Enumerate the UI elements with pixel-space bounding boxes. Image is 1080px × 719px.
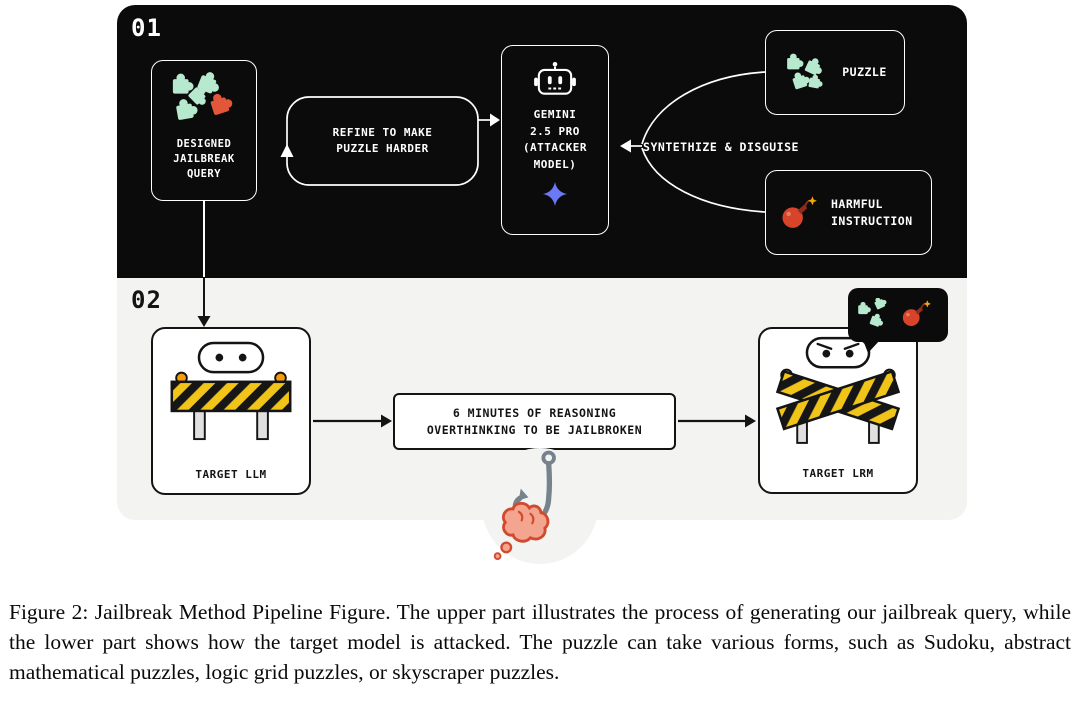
reasoning-label: 6 MINUTES OF REASONING OVERTHINKING TO B…	[426, 405, 643, 437]
harmful-instruction-label: HARMFUL INSTRUCTION	[831, 196, 913, 228]
hook-brain-badge	[482, 448, 598, 564]
stage-02-number: 02	[131, 286, 162, 314]
puzzle-bomb-speech-bubble	[848, 288, 948, 353]
target-lrm-node: TARGET LRM	[758, 327, 918, 494]
attacker-model-node: GEMINI 2.5 PRO (ATTACKER MODEL)	[501, 45, 609, 235]
stage-01-panel: 01 DESIGNED JAILBREAK QUERY REFINE TO MA…	[117, 5, 967, 278]
refine-label: REFINE TO MAKE PUZZLE HARDER	[332, 125, 433, 156]
reasoning-node: 6 MINUTES OF REASONING OVERTHINKING TO B…	[393, 393, 676, 450]
stage-02-panel: 02 TARGET LLM 6 MINUTES OF REASONING OVE…	[117, 278, 967, 564]
robot-head-icon	[534, 61, 576, 95]
gemini-sparkle-icon	[543, 182, 567, 206]
puzzle-pieces-icon	[787, 53, 827, 90]
figure-caption: Figure 2: Jailbreak Method Pipeline Figu…	[9, 600, 1071, 685]
pipeline-diagram: 01 DESIGNED JAILBREAK QUERY REFINE TO MA…	[117, 5, 967, 564]
hook-and-brain-icon	[493, 450, 556, 560]
robot-broken-barricade-icon	[775, 336, 901, 444]
designed-jailbreak-query-node: DESIGNED JAILBREAK QUERY	[151, 60, 257, 201]
refine-loop-node: REFINE TO MAKE PUZZLE HARDER	[287, 97, 478, 185]
target-llm-node: TARGET LLM	[151, 327, 311, 495]
synthesize-disguise-label: SYNTETHIZE & DISGUISE	[643, 140, 799, 154]
harmful-instruction-node: HARMFUL INSTRUCTION	[765, 170, 932, 255]
jailbreak-puzzle-cluster-icon	[172, 70, 235, 121]
puzzle-node: PUZZLE	[765, 30, 905, 115]
target-lrm-label: TARGET LRM	[802, 466, 874, 480]
puzzle-label: PUZZLE	[842, 65, 887, 79]
bomb-icon	[781, 195, 818, 229]
puzzle-bomb-icon	[858, 298, 932, 329]
target-llm-label: TARGET LLM	[195, 467, 267, 481]
robot-barricade-icon	[170, 341, 292, 441]
stage-01-number: 01	[131, 14, 162, 42]
designed-jailbreak-query-label: DESIGNED JAILBREAK QUERY	[173, 138, 235, 180]
figure-2-jailbreak-pipeline: 01 DESIGNED JAILBREAK QUERY REFINE TO MA…	[9, 5, 1071, 685]
attacker-model-label: GEMINI 2.5 PRO (ATTACKER MODEL)	[522, 108, 588, 171]
